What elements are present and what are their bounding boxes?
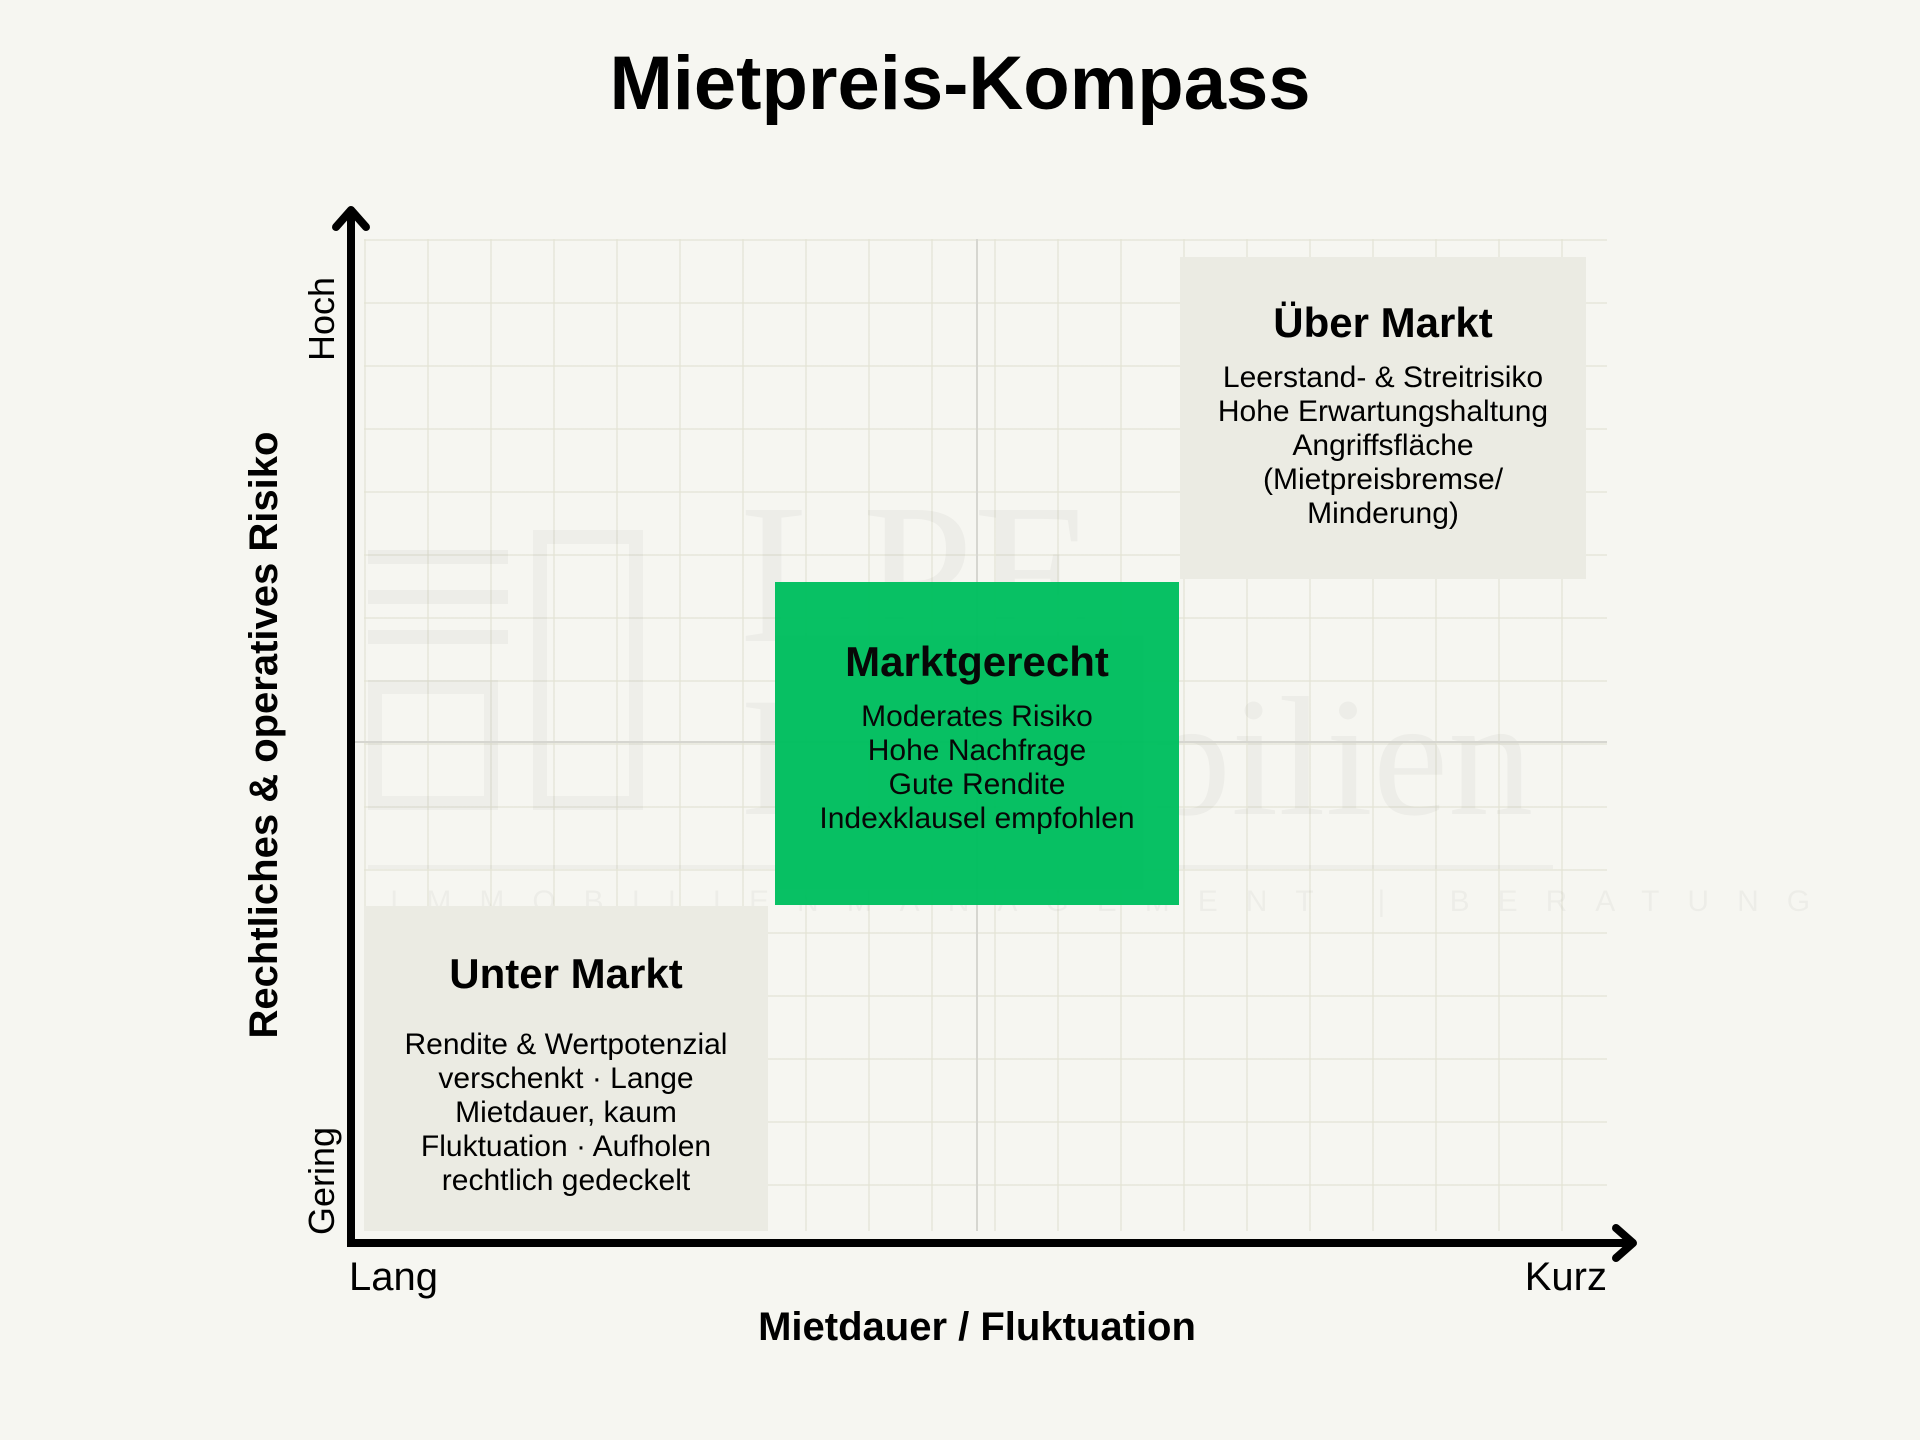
x-axis-arrow <box>347 1224 1637 1262</box>
y-axis-high-label: Hoch <box>301 276 342 362</box>
quadrant-unter-markt: Unter Markt Rendite & Wertpotenzial vers… <box>364 906 768 1231</box>
quadrant-line: Moderates Risiko <box>861 700 1093 733</box>
quadrant-line: (Mietpreisbremse/ <box>1262 463 1504 496</box>
quadrant-line: Indexklausel empfohlen <box>819 802 1135 835</box>
quadrant-title: Über Markt <box>1273 299 1493 346</box>
quadrant-line: Mietdauer, kaum <box>455 1096 677 1129</box>
quadrant-line: verschenkt · Lange <box>438 1062 694 1095</box>
x-axis-right-label: Kurz <box>1524 1255 1607 1299</box>
quadrant-title: Marktgerecht <box>845 638 1109 685</box>
y-axis-arrow <box>332 206 370 1243</box>
quadrant-ueber-markt: Über Markt Leerstand- & Streitrisiko Hoh… <box>1180 257 1586 579</box>
quadrant-line: Fluktuation · Aufholen <box>420 1130 712 1163</box>
y-axis-title: Rechtliches & operatives Risiko <box>242 431 286 1039</box>
quadrant-line: Hohe Nachfrage <box>867 734 1087 767</box>
quadrant-title: Unter Markt <box>449 950 683 997</box>
quadrant-line: Gute Rendite <box>888 768 1066 801</box>
y-axis-low-label: Gering <box>301 1126 342 1236</box>
x-axis-title: Mietdauer / Fluktuation <box>758 1305 1196 1349</box>
quadrant-line: Hohe Erwartungshaltung <box>1217 395 1549 428</box>
x-axis-left-label: Lang <box>349 1255 438 1299</box>
quadrant-line: Leerstand- & Streitrisiko <box>1222 361 1544 394</box>
quadrant-marktgerecht: Marktgerecht Moderates Risiko Hohe Nachf… <box>775 582 1179 905</box>
quadrant-line: Rendite & Wertpotenzial <box>404 1028 728 1061</box>
quadrant-line: Minderung) <box>1307 497 1459 530</box>
quadrant-line: rechtlich gedeckelt <box>441 1164 691 1197</box>
quadrant-line: Angriffsfläche <box>1292 429 1474 462</box>
chart-title: Mietpreis-Kompass <box>609 41 1311 126</box>
